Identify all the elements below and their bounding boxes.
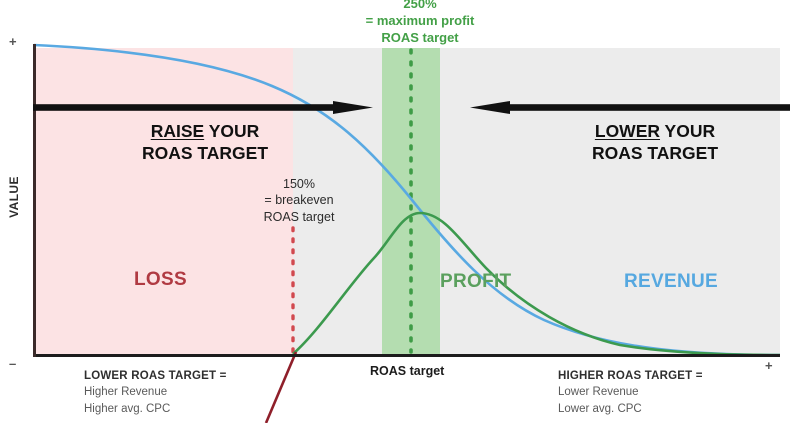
lower-banner-emphasis: LOWER xyxy=(594,121,661,141)
lower-roas-note: LOWER ROAS TARGET = Higher Revenue Highe… xyxy=(84,368,227,417)
lower-roas-banner: LOWER YOUR ROAS TARGET xyxy=(520,120,790,165)
y-axis-label: VALUE xyxy=(7,176,21,218)
raise-roas-banner: RAISE YOUR ROAS TARGET xyxy=(75,120,335,165)
max-profit-line3: ROAS target xyxy=(381,29,459,45)
lower-arrow-icon xyxy=(470,101,790,114)
max-profit-line2: = maximum profit xyxy=(365,12,475,28)
higher-roas-note-heading: HIGHER ROAS TARGET = xyxy=(558,370,703,382)
loss-region-label: LOSS xyxy=(134,269,187,290)
higher-roas-note: HIGHER ROAS TARGET = Lower Revenue Lower… xyxy=(558,368,703,417)
profit-region-label: PROFIT xyxy=(440,271,512,292)
x-axis-line xyxy=(33,354,780,357)
revenue-curve xyxy=(33,43,781,357)
lower-banner-rest: YOUR xyxy=(660,121,716,141)
higher-roas-note-line1: Lower Revenue xyxy=(558,386,639,399)
raise-banner-emphasis: RAISE xyxy=(150,121,205,141)
raise-banner-rest: YOUR xyxy=(204,121,260,141)
y-axis-plus-marker: + xyxy=(9,34,17,49)
raise-arrow-icon xyxy=(33,101,373,114)
y-axis-minus-marker: – xyxy=(9,356,17,371)
lower-roas-note-heading: LOWER ROAS TARGET = xyxy=(84,370,227,382)
breakeven-value: 150% xyxy=(283,177,315,191)
lower-roas-note-line2: Higher avg. CPC xyxy=(84,402,171,415)
higher-roas-note-line2: Lower avg. CPC xyxy=(558,402,642,415)
y-axis-line xyxy=(33,44,36,357)
breakeven-callout: 150% = breakeven ROAS target xyxy=(231,176,367,225)
breakeven-line3: ROAS target xyxy=(263,209,335,224)
revenue-region-label: REVENUE xyxy=(624,271,718,292)
raise-banner-line2: ROAS TARGET xyxy=(141,143,269,164)
x-axis-plus-marker: + xyxy=(765,358,773,373)
max-profit-value: 250% xyxy=(403,0,437,11)
breakeven-line2: = breakeven xyxy=(264,193,334,208)
loss-curve xyxy=(264,351,298,423)
x-axis-label: ROAS target xyxy=(370,364,445,378)
lower-roas-note-line1: Higher Revenue xyxy=(84,386,168,399)
lower-banner-line2: ROAS TARGET xyxy=(591,143,719,164)
loss-region-band xyxy=(33,48,293,355)
max-profit-callout: 250% = maximum profit ROAS target xyxy=(325,0,515,47)
profit-curve xyxy=(292,211,781,357)
